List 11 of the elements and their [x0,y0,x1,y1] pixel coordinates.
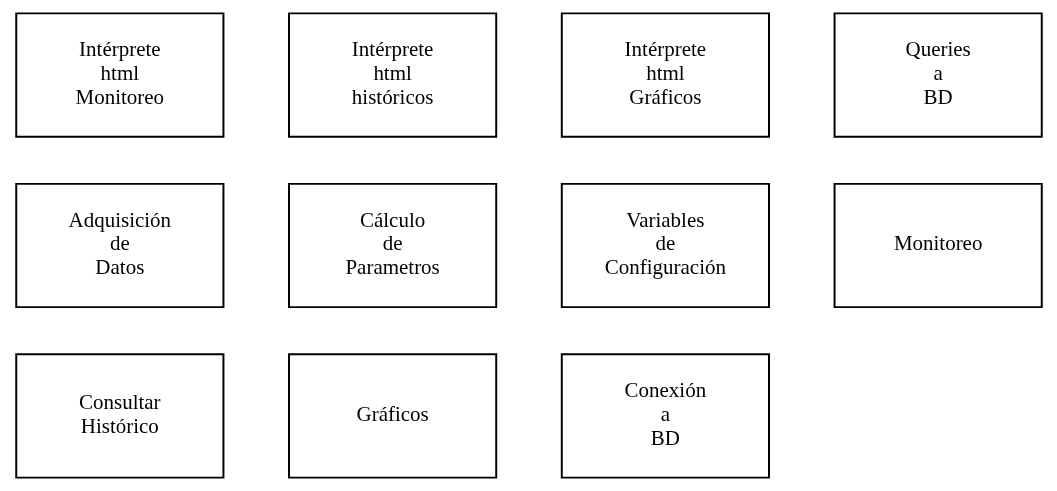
node-box: Variables de Configuración [560,182,770,309]
node-box: Consultar Histórico [14,353,224,479]
node-box: Gráficos [287,353,497,479]
node-box: Intérprete html Gráficos [560,12,770,138]
node-box: Conexión a BD [560,353,770,479]
node-box: Intérprete html históricos [287,12,497,138]
node-box: Cálculo de Parametros [287,182,497,309]
node-box: Adquisición de Datos [14,182,224,309]
node-box: Monitoreo [833,182,1043,309]
node-box: Queries a BD [833,12,1043,138]
node-box: Intérprete html Monitoreo [14,12,224,138]
